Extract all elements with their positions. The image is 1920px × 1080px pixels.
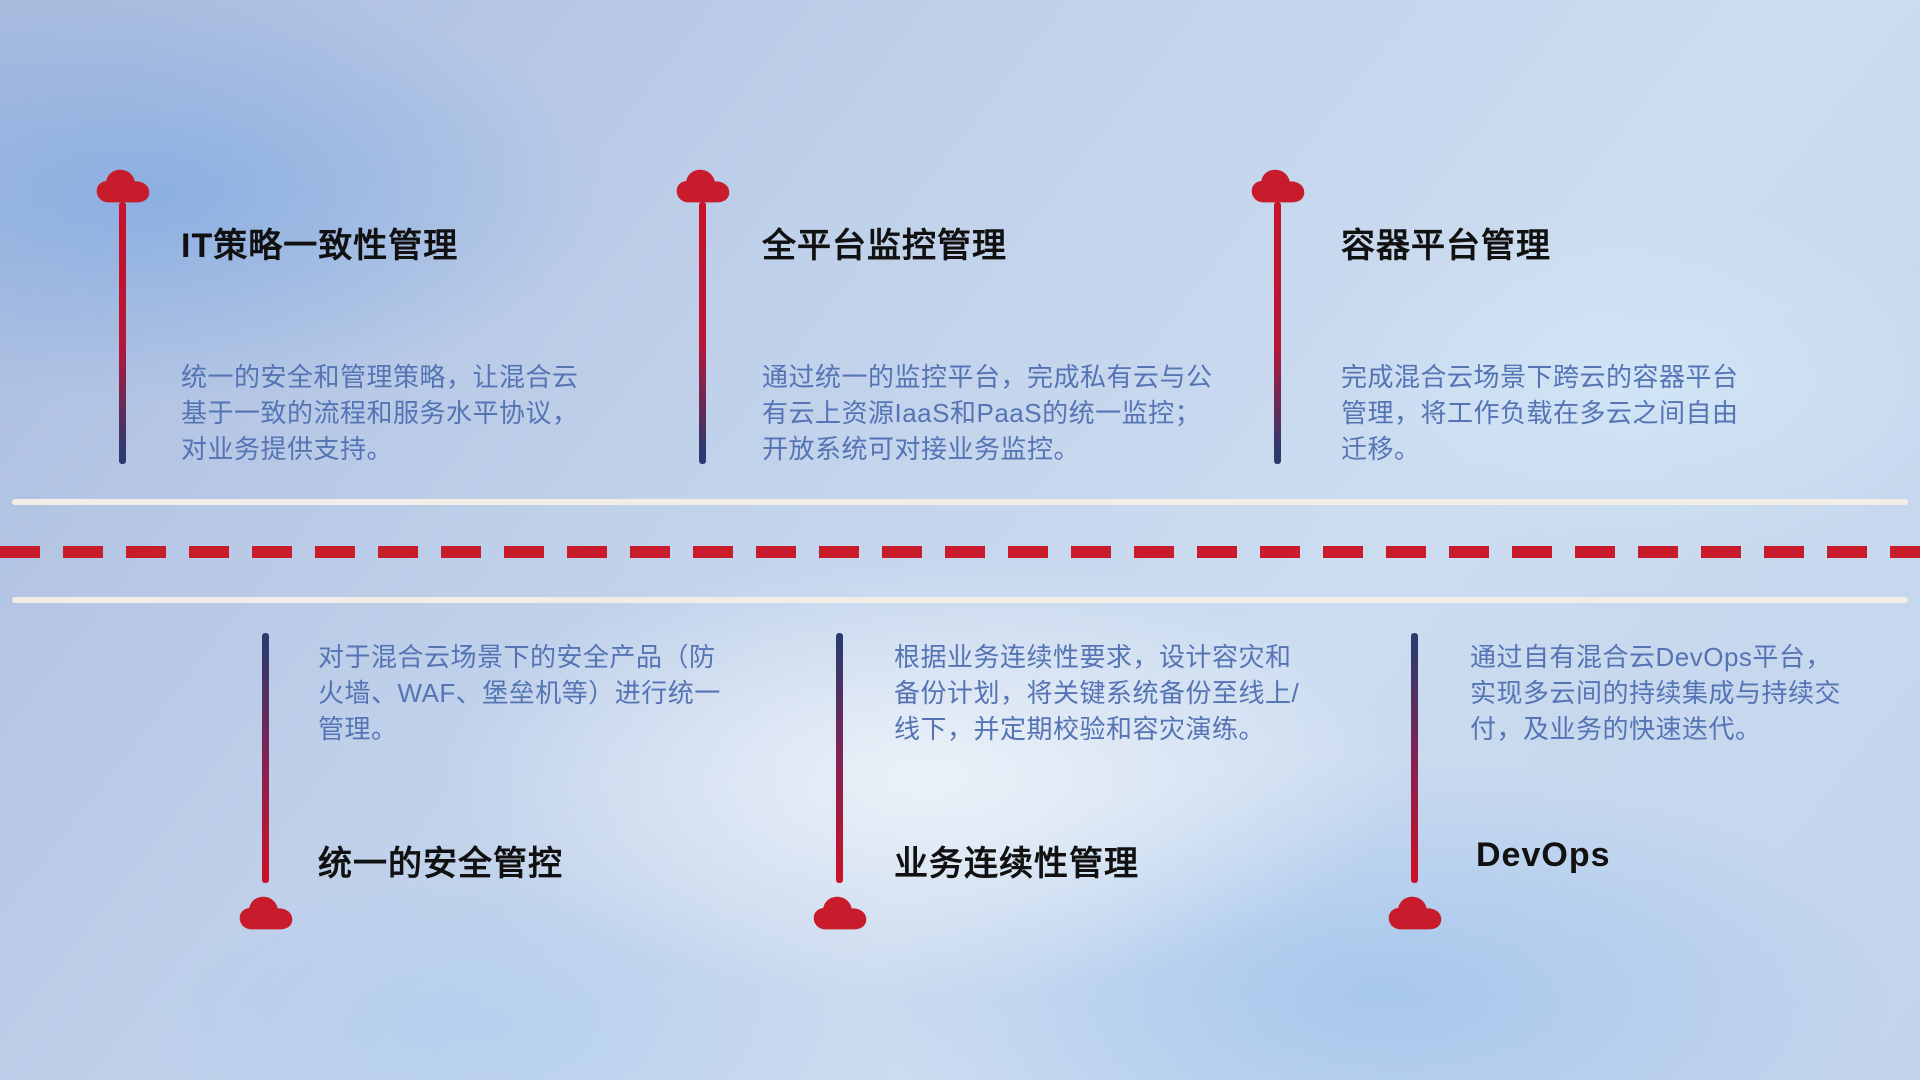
connector-line — [262, 633, 269, 883]
item-title-container-platform: 容器平台管理 — [1341, 227, 1551, 265]
cloud-icon — [237, 893, 295, 933]
item-title-business-continuity: 业务连续性管理 — [894, 845, 1139, 883]
cloud-icon — [94, 166, 152, 206]
item-title-security-control: 统一的安全管控 — [318, 845, 563, 883]
item-desc-security-control: 对于混合云场景下的安全产品（防火墙、WAF、堡垒机等）进行统一管理。 — [318, 642, 721, 744]
item-desc-container-platform: 完成混合云场景下跨云的容器平台管理，将工作负载在多云之间自由迁移。 — [1341, 362, 1739, 464]
item-title-platform-monitoring: 全平台监控管理 — [762, 227, 1007, 265]
connector-line — [836, 633, 843, 883]
road-dashed-center-line — [0, 546, 1920, 558]
connector-line — [119, 202, 126, 464]
connector-line — [1411, 633, 1418, 883]
item-desc-business-continuity: 根据业务连续性要求，设计容灾和备份计划，将关键系统备份至线上/线下，并定期校验和… — [894, 642, 1300, 744]
cloud-icon — [674, 166, 732, 206]
item-title-devops: DevOps — [1476, 836, 1611, 874]
connector-line — [1274, 202, 1281, 464]
item-desc-devops: 通过自有混合云DevOps平台，实现多云间的持续集成与持续交付，及业务的快速迭代… — [1470, 642, 1842, 744]
road-edge-line-top — [12, 499, 1908, 505]
item-desc-it-policy: 统一的安全和管理策略，让混合云基于一致的流程和服务水平协议，对业务提供支持。 — [181, 362, 579, 464]
cloud-icon — [1386, 893, 1444, 933]
item-title-it-policy: IT策略一致性管理 — [181, 227, 459, 265]
cloud-icon — [1249, 166, 1307, 206]
connector-line — [699, 202, 706, 464]
item-desc-platform-monitoring: 通过统一的监控平台，完成私有云与公有云上资源IaaS和PaaS的统一监控；开放系… — [762, 362, 1213, 464]
cloud-icon — [811, 893, 869, 933]
road-edge-line-bottom — [12, 597, 1908, 603]
